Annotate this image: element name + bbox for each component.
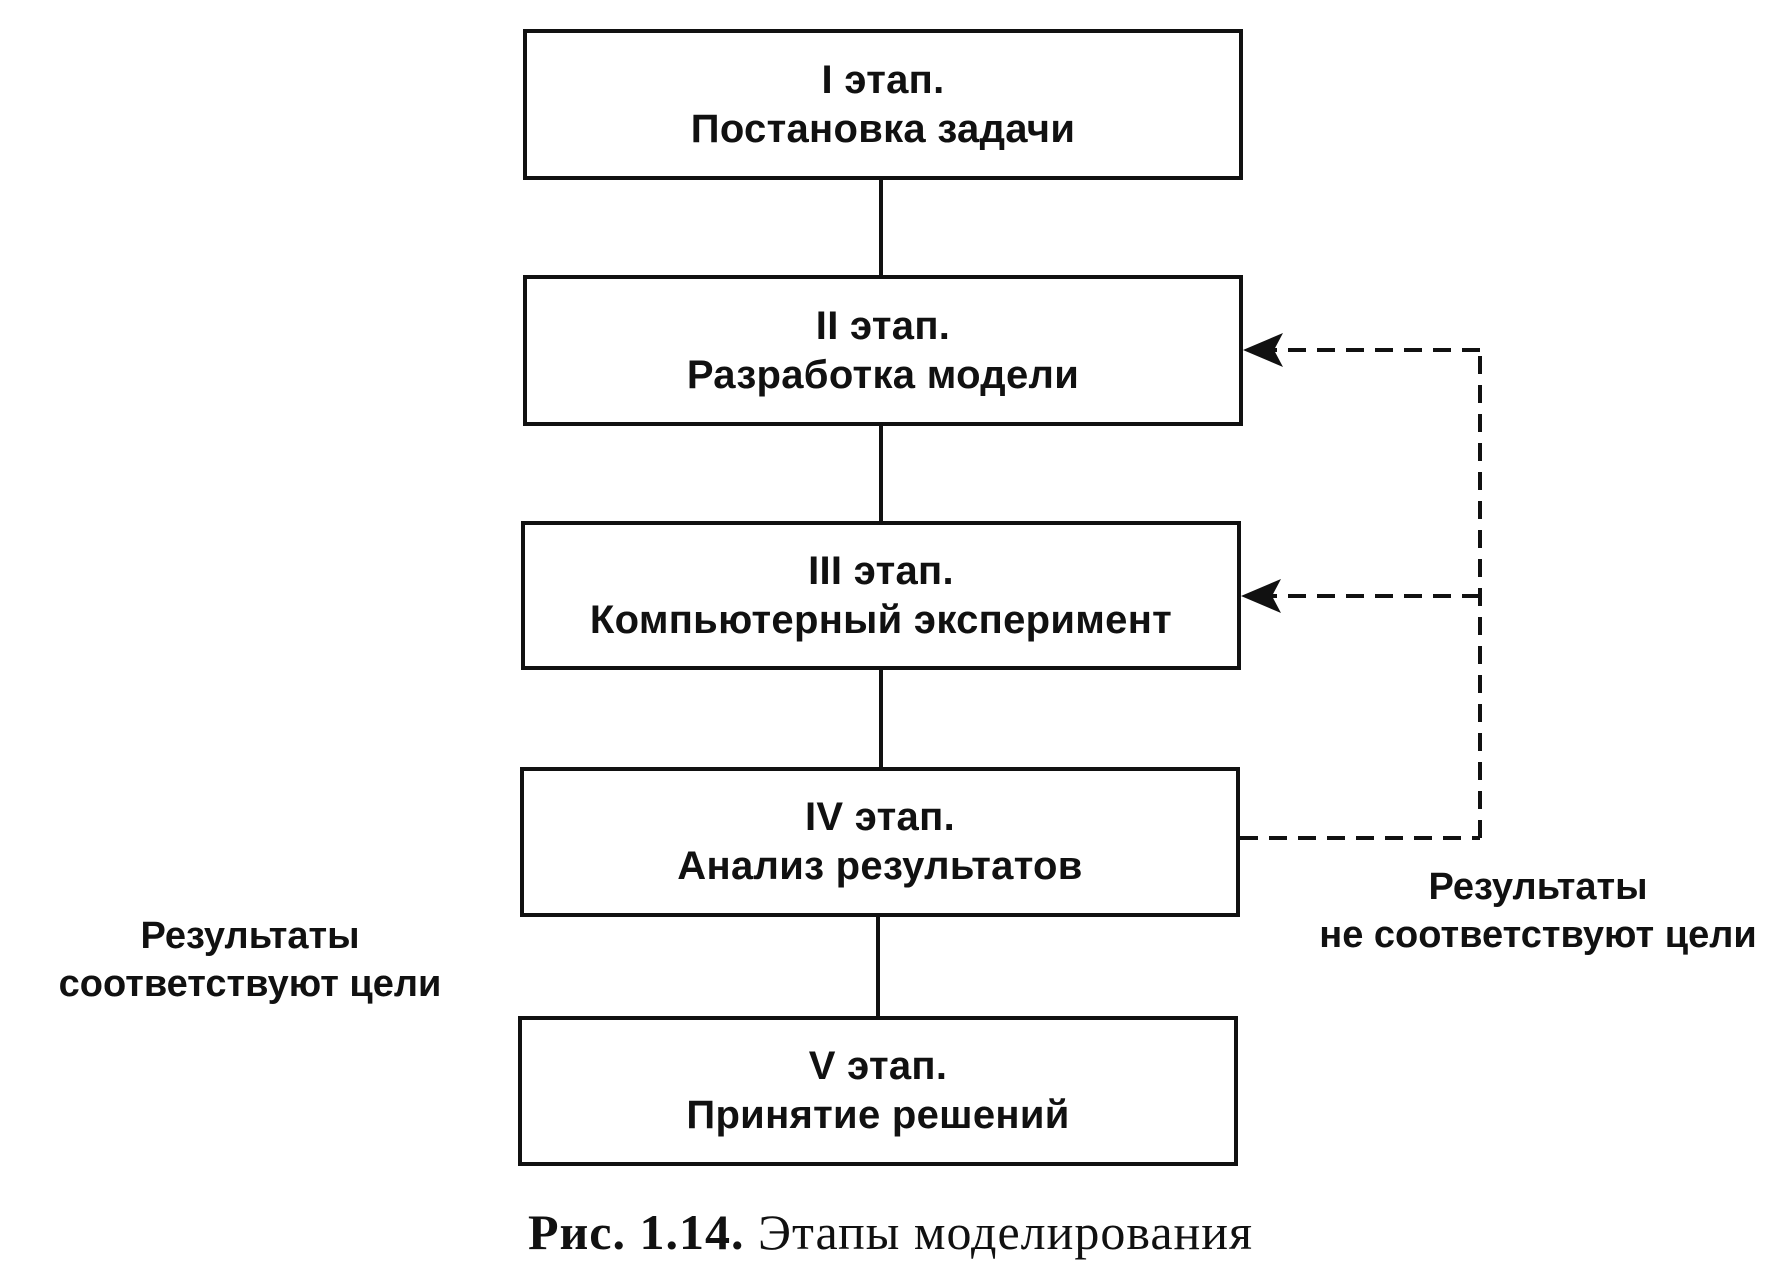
not-match-line-2: не соответствуют цели [1319, 914, 1757, 956]
arrow-to-stage-3-icon [1241, 579, 1281, 613]
stage-5-number: V этап. [808, 1044, 948, 1088]
stage-1-title: Постановка задачи [690, 106, 1076, 151]
stage-box-5: V этап. Принятие решений [518, 1016, 1238, 1166]
caption-label: Рис. 1.14. [527, 1204, 745, 1260]
results-matching-label: Результаты соответствуют цели [20, 912, 480, 1008]
stage-3-title: Компьютерный эксперимент [589, 597, 1173, 642]
stage-2-number: II этап. [815, 303, 951, 348]
stage-3-number: III этап. [808, 548, 954, 593]
stage-box-1: I этап. Постановка задачи [523, 29, 1243, 180]
caption-text: Этапы моделирования [757, 1204, 1254, 1260]
stage-4-title: Анализ результатов [677, 844, 1083, 888]
stage-box-2: II этап. Разработка модели [523, 275, 1243, 426]
feedback-loop [1240, 348, 1482, 840]
stage-4-number: IV этап. [805, 795, 955, 839]
not-match-line-1: Результаты [1428, 866, 1648, 908]
figure-caption: Рис. 1.14. Этапы моделирования [0, 1202, 1781, 1262]
stage-5-title: Принятие решений [686, 1093, 1070, 1137]
match-line-1: Результаты [140, 915, 360, 957]
arrow-to-stage-2-icon [1243, 333, 1283, 367]
stage-box-4: IV этап. Анализ результатов [520, 767, 1240, 917]
stage-box-3: III этап. Компьютерный эксперимент [521, 521, 1241, 670]
match-line-2: соответствуют цели [58, 963, 442, 1005]
results-not-matching-label: Результаты не соответствуют цели [1295, 863, 1781, 959]
stage-1-number: I этап. [821, 57, 945, 102]
stage-2-title: Разработка модели [686, 352, 1080, 397]
